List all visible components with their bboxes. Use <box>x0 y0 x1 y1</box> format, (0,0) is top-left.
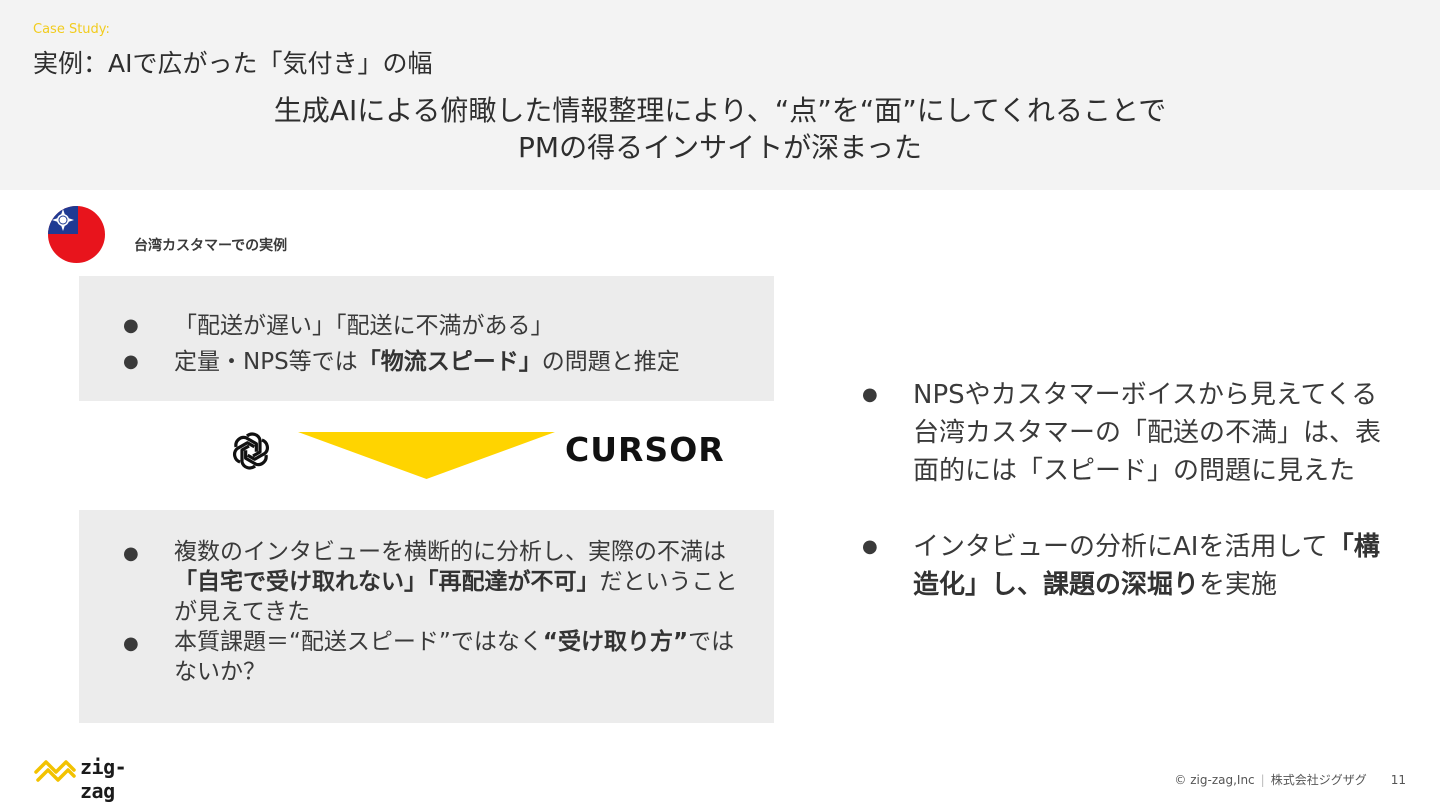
summary-point-2-post: を実施 <box>1199 570 1278 600</box>
insight-text-2-pre: 本質課題＝“配送スピード”ではなく <box>174 629 543 655</box>
cursor-logo: CURSOR <box>565 430 725 469</box>
zig-zag-mark-icon <box>34 760 76 782</box>
section-label: 台湾カスタマーでの実例 <box>134 238 288 254</box>
summary-point-2-pre: インタビューの分析にAIを活用して <box>913 532 1328 562</box>
bullet-icon: ● <box>123 633 139 654</box>
copyright-text: © zig-zag,Inc <box>1174 773 1255 787</box>
page-number: 11 <box>1390 773 1406 787</box>
insight-text-2-post: ではないか？ <box>174 629 735 685</box>
footer-credits: © zig-zag,Inc | 株式会社ジグザグ 11 <box>1174 771 1406 788</box>
case-study-label: Case Study: <box>33 22 110 37</box>
list-item: ● 「配送が遅い」「配送に不満がある」 <box>79 308 774 344</box>
openai-logo-icon <box>233 432 269 470</box>
assumption-text-1: 「配送が遅い」「配送に不満がある」 <box>174 313 554 339</box>
insight-box: ● 複数のインタビューを横断的に分析し、実際の不満は「自宅で受け取れない」「再配… <box>79 510 774 723</box>
down-arrow-icon <box>298 432 555 479</box>
summary-list: ● NPSやカスタマーボイスから見えてくる台湾カスタマーの「配送の不満」は、表面… <box>818 376 1388 604</box>
assumption-text-2-post: の問題と推定 <box>541 349 680 375</box>
bullet-icon: ● <box>123 543 139 564</box>
summary-point-1: NPSやカスタマーボイスから見えてくる台湾カスタマーの「配送の不満」は、表面的に… <box>913 380 1382 486</box>
insight-text-1-bold: 「自宅で受け取れない」「再配達が不可」 <box>174 569 600 595</box>
assumption-box: ● 「配送が遅い」「配送に不満がある」 ● 定量・NPS等では「物流スピード」の… <box>79 276 774 401</box>
taiwan-flag-icon <box>48 206 105 263</box>
summary-point-2-bold: 「構造化」し、課題の深堀り <box>913 532 1380 600</box>
insight-text-2-bold: “受け取り方” <box>542 629 689 655</box>
list-item: ● 複数のインタビューを横断的に分析し、実際の不満は「自宅で受け取れない」「再配… <box>79 537 774 627</box>
bullet-icon: ● <box>123 351 139 372</box>
assumption-text-2-pre: 定量・NPS等では <box>174 349 358 375</box>
company-name: 株式会社ジグザグ <box>1270 773 1367 787</box>
bullet-icon: ● <box>862 536 878 557</box>
header-band <box>0 0 1440 190</box>
lead-line-2: PMの得るインサイトが深まった <box>518 131 922 164</box>
lead-message: 生成AIによる俯瞰した情報整理により、“点”を“面”にしてくれることで PMの得… <box>0 92 1440 166</box>
brand-wordmark: zig-zag <box>80 755 127 803</box>
list-item: ● 本質課題＝“配送スピード”ではなく“受け取り方”ではないか？ <box>79 627 774 687</box>
list-item: ● NPSやカスタマーボイスから見えてくる台湾カスタマーの「配送の不満」は、表面… <box>818 376 1388 490</box>
footer-separator: | <box>1260 773 1265 787</box>
lead-line-1: 生成AIによる俯瞰した情報整理により、“点”を“面”にしてくれることで <box>273 94 1167 127</box>
bullet-icon: ● <box>862 384 878 405</box>
bullet-icon: ● <box>123 315 139 336</box>
assumption-text-2-bold: 「物流スピード」 <box>357 349 542 375</box>
list-item: ● インタビューの分析にAIを活用して「構造化」し、課題の深堀りを実施 <box>818 528 1388 604</box>
insight-text-1-post: だということが見えてきた <box>174 569 738 625</box>
zig-zag-logo: zig-zag <box>34 752 154 803</box>
slide-title: 実例：AIで広がった「気付き」の幅 <box>33 49 433 78</box>
insight-text-1-pre: 複数のインタビューを横断的に分析し、実際の不満は <box>174 539 726 565</box>
list-item: ● 定量・NPS等では「物流スピード」の問題と推定 <box>79 344 774 380</box>
